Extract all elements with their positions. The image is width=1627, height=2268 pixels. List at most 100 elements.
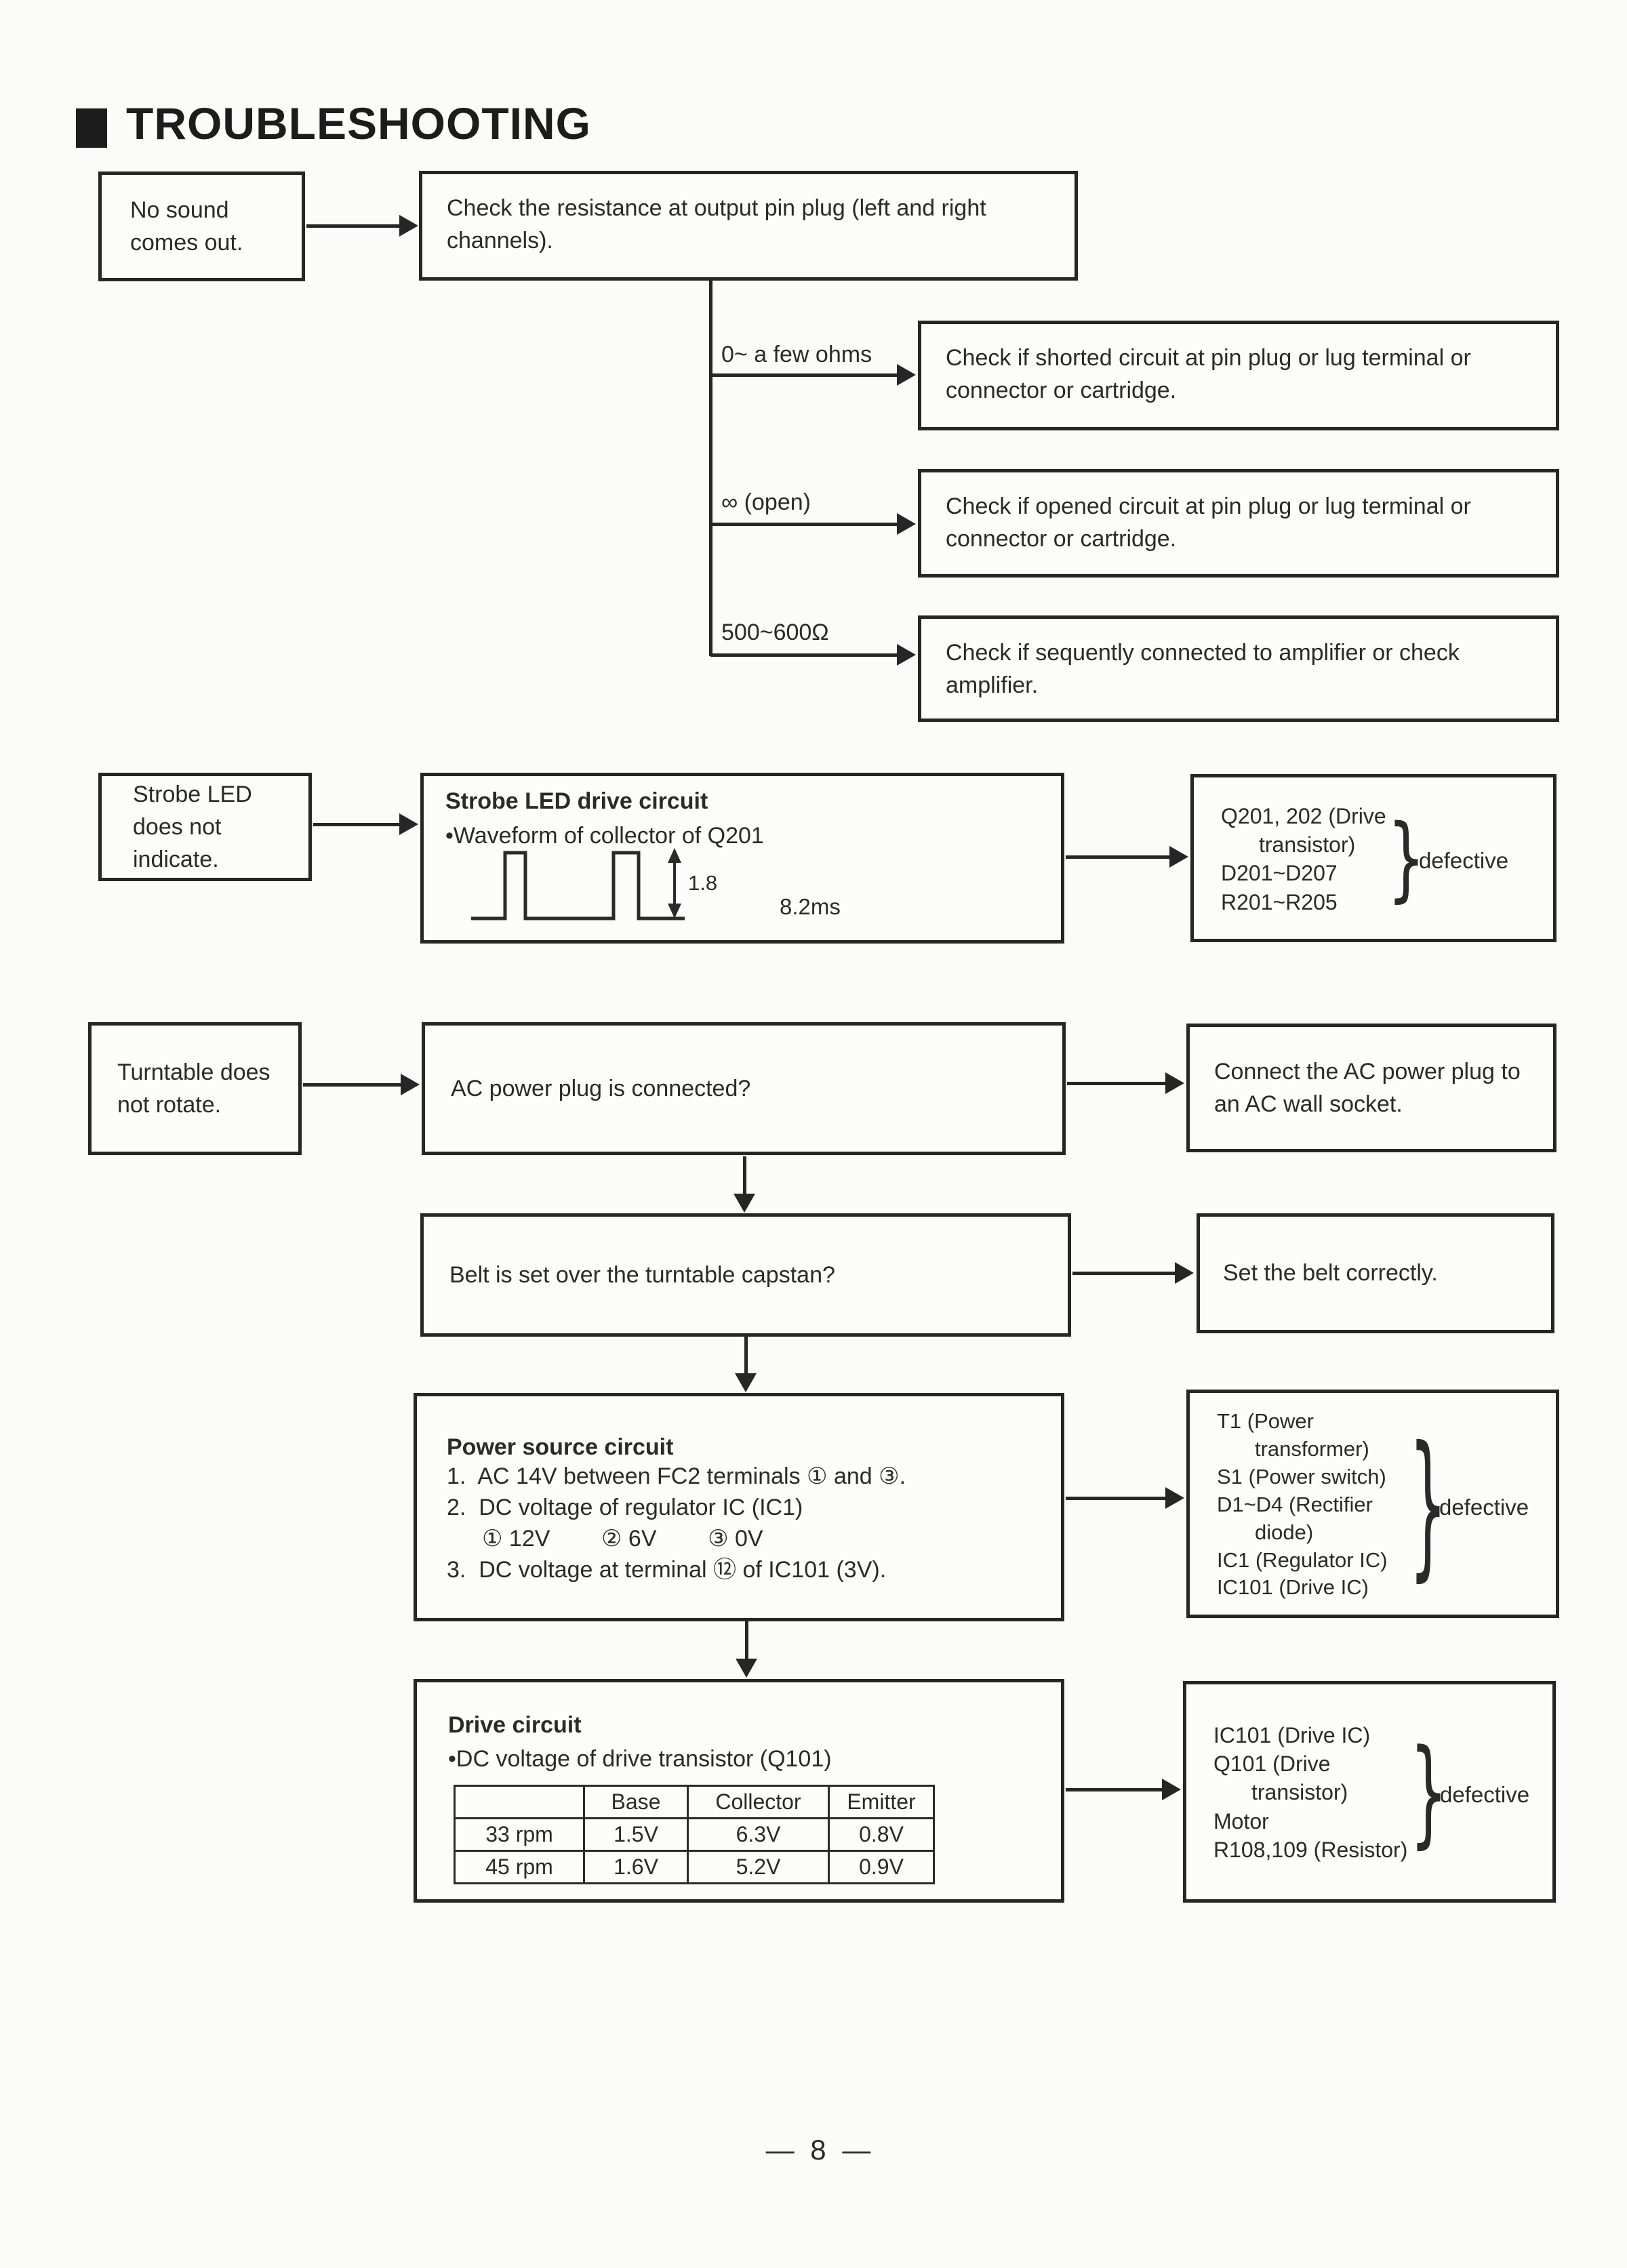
waveform-diagram: 1.8 8.2ms xyxy=(471,848,841,920)
table-header-row: Base Collector Emitter xyxy=(454,1785,935,1820)
arrow-down xyxy=(736,1621,757,1678)
flow2-symptom-box: Strobe LED does not indicate. xyxy=(98,773,312,881)
flow1-branch2-action-box: Check if opened circuit at pin plug or l… xyxy=(918,469,1559,578)
flow1-symptom-box: No sound comes out. xyxy=(98,171,305,281)
flow3-step3-result-line: diode) xyxy=(1255,1520,1314,1544)
table-cell: 1.6V xyxy=(583,1850,689,1885)
flow3-step2-question: Belt is set over the turntable capstan? xyxy=(449,1261,835,1288)
brace: } xyxy=(1409,1413,1447,1596)
flow2-symptom-text: Strobe LED does not indicate. xyxy=(133,781,252,873)
flow3-step4-bullet: •DC voltage of drive transistor (Q101) xyxy=(448,1746,832,1772)
arrow-right xyxy=(313,813,418,835)
flow2-result-line: R201~R205 xyxy=(1221,889,1338,914)
flow3-step4-result-line: Q101 (Drive xyxy=(1213,1751,1331,1777)
arrow-right xyxy=(710,513,916,535)
table-corner-cell xyxy=(454,1785,585,1820)
arrow-right xyxy=(306,215,418,237)
table-header-cell: Base xyxy=(583,1785,689,1820)
flow3-step3-result-line: transformer) xyxy=(1255,1436,1369,1461)
table-cell: 1.5V xyxy=(583,1817,689,1852)
flow3-step4-box: Drive circuit •DC voltage of drive trans… xyxy=(414,1679,1064,1903)
flow3-step3-result-line: IC101 (Drive IC) xyxy=(1217,1575,1369,1600)
flow2-step-box: Strobe LED drive circuit •Waveform of co… xyxy=(420,773,1064,944)
flow2-step-title: Strobe LED drive circuit xyxy=(445,788,708,814)
arrow-right xyxy=(710,364,916,386)
heading-bullet-square xyxy=(76,108,107,148)
flow3-step3-result-status: defective xyxy=(1439,1495,1529,1520)
page-number: — 8 — xyxy=(765,2134,875,2166)
flow3-step1-remedy-box: Connect the AC power plug to an AC wall … xyxy=(1186,1024,1556,1152)
flow2-result-box: Q201, 202 (Drive transistor) D201~D207 R… xyxy=(1190,774,1556,942)
flow1-step-box: Check the resistance at output pin plug … xyxy=(419,171,1078,281)
flow3-step1-box: AC power plug is connected? xyxy=(422,1022,1066,1155)
flow3-symptom-text: Turntable does not rotate. xyxy=(117,1059,270,1118)
table-header-cell: Emitter xyxy=(828,1785,935,1820)
flow3-step3-result-line: T1 (Power xyxy=(1217,1409,1314,1433)
flow2-result-status: defective xyxy=(1419,848,1509,873)
flow1-step-text: Check the resistance at output pin plug … xyxy=(447,195,986,254)
flow3-step4-result-box: IC101 (Drive IC) Q101 (Drive transistor)… xyxy=(1183,1681,1556,1903)
waveform-trace xyxy=(471,851,685,920)
arrow-right xyxy=(1072,1262,1194,1284)
flow2-result-line: Q201, 202 (Drive xyxy=(1221,804,1386,828)
flow3-step3-line: 2. DC voltage of regulator IC (IC1) xyxy=(447,1495,803,1520)
arrow-right xyxy=(1066,846,1188,868)
waveform-period-label: 8.2ms xyxy=(780,894,841,919)
flow2-result-line: D201~D207 xyxy=(1221,861,1338,886)
flow1-branch1-action-text: Check if shorted circuit at pin plug or … xyxy=(946,345,1471,404)
flow3-step3-result-line: S1 (Power switch) xyxy=(1217,1464,1386,1489)
flow3-symptom-box: Turntable does not rotate. xyxy=(88,1022,302,1155)
flow1-symptom-text: No sound comes out. xyxy=(130,197,243,256)
arrow-right xyxy=(1067,1072,1184,1094)
table-cell: 45 rpm xyxy=(454,1850,585,1885)
flow3-step3-line: ① 12V ② 6V ③ 0V xyxy=(482,1526,763,1552)
flow3-step4-result-line: R108,109 (Resistor) xyxy=(1213,1837,1408,1862)
table-row: 45 rpm 1.6V 5.2V 0.9V xyxy=(454,1850,935,1885)
flow2-result-line: transistor) xyxy=(1259,832,1356,857)
flow3-step3-box: Power source circuit 1. AC 14V between F… xyxy=(414,1393,1064,1621)
flow1-branch3-action-box: Check if sequently connected to amplifie… xyxy=(918,615,1559,722)
table-cell: 0.8V xyxy=(828,1817,935,1852)
flow3-step1-question: AC power plug is connected? xyxy=(451,1075,751,1101)
flow3-step4-result-line: transistor) xyxy=(1251,1780,1348,1805)
connector-line xyxy=(709,281,712,656)
arrow-right xyxy=(1066,1779,1181,1800)
flow3-step2-box: Belt is set over the turntable capstan? xyxy=(420,1213,1071,1337)
flow1-branch3-action-text: Check if sequently connected to amplifie… xyxy=(946,640,1460,699)
flow3-step2-remedy-box: Set the belt correctly. xyxy=(1197,1213,1554,1333)
flow3-step4-result-line: IC101 (Drive IC) xyxy=(1213,1723,1371,1747)
flow1-branch1-condition: 0~ a few ohms xyxy=(721,342,872,367)
flow3-step3-result-line: IC1 (Regulator IC) xyxy=(1217,1547,1388,1572)
flow3-step2-remedy-text: Set the belt correctly. xyxy=(1223,1260,1438,1287)
drive-voltage-table: Base Collector Emitter 33 rpm 1.5V 6.3V … xyxy=(454,1785,935,1885)
waveform-amplitude-label: 1.8 xyxy=(688,871,717,895)
table-cell: 5.2V xyxy=(687,1850,830,1885)
flow1-branch3-condition: 500~600Ω xyxy=(721,620,829,645)
arrow-right xyxy=(710,644,916,666)
brace: } xyxy=(1409,1724,1448,1860)
table-cell: 0.9V xyxy=(828,1850,935,1885)
flow3-step4-title: Drive circuit xyxy=(448,1712,582,1738)
arrow-right xyxy=(1066,1487,1184,1509)
flow1-branch1-action-box: Check if shorted circuit at pin plug or … xyxy=(918,321,1559,430)
table-cell: 6.3V xyxy=(687,1817,830,1852)
brace: } xyxy=(1387,805,1426,912)
flow3-step3-line: 3. DC voltage at terminal ⑫ of IC101 (3V… xyxy=(447,1557,887,1583)
flow3-step3-line: 1. AC 14V between FC2 terminals ① and ③. xyxy=(447,1463,906,1489)
table-header-cell: Collector xyxy=(687,1785,830,1820)
flow3-step4-result-status: defective xyxy=(1440,1782,1530,1807)
arrow-down xyxy=(734,1156,755,1213)
flow2-step-bullet: •Waveform of collector of Q201 xyxy=(445,823,764,849)
flow3-step3-title: Power source circuit xyxy=(447,1434,674,1460)
table-row: 33 rpm 1.5V 6.3V 0.8V xyxy=(454,1817,935,1852)
arrow-right xyxy=(303,1074,420,1095)
flow3-step3-result-line: D1~D4 (Rectifier xyxy=(1217,1492,1373,1516)
flow3-step1-remedy-text: Connect the AC power plug to an AC wall … xyxy=(1214,1059,1521,1118)
flow1-branch2-condition: ∞ (open) xyxy=(721,489,811,515)
arrow-down xyxy=(735,1337,757,1392)
page-title: TROUBLESHOOTING xyxy=(126,98,591,148)
flow1-branch2-action-text: Check if opened circuit at pin plug or l… xyxy=(946,493,1471,552)
flow3-step3-result-box: T1 (Power transformer) S1 (Power switch)… xyxy=(1186,1390,1559,1618)
table-cell: 33 rpm xyxy=(454,1817,585,1852)
